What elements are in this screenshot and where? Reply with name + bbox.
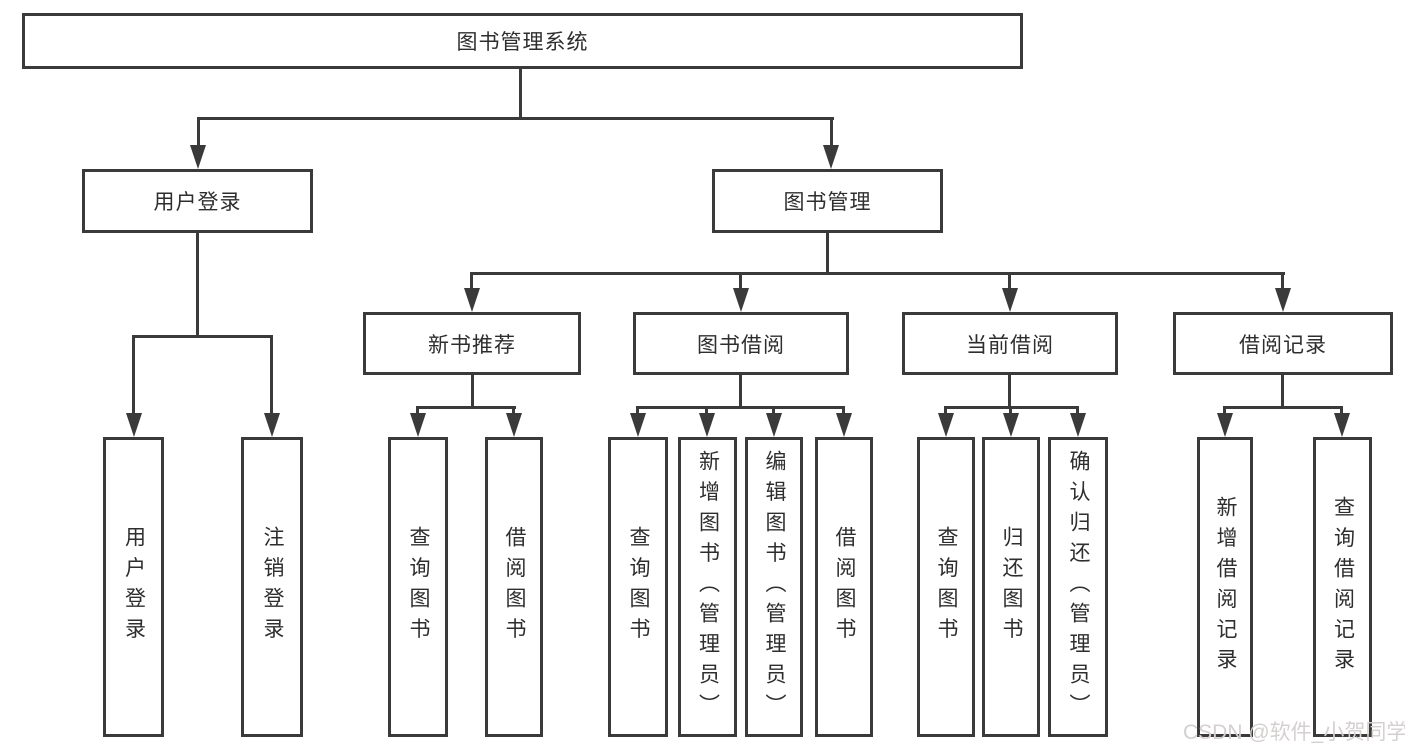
node-root-label: 图书管理系统 <box>456 31 589 54</box>
connector-line <box>826 233 829 272</box>
connector-line <box>772 406 775 417</box>
leaf-query-books-borrowing-label: 查询图书 <box>627 526 650 648</box>
arrow-down-icon <box>733 288 749 312</box>
connector-line <box>945 406 1079 409</box>
node-book-management-label: 图书管理 <box>783 191 872 214</box>
connector-line <box>471 375 474 406</box>
node-book-borrowing-label: 图书借阅 <box>697 333 785 357</box>
leaf-query-borrow-record-label: 查询借阅记录 <box>1331 495 1355 679</box>
node-root: 图书管理系统 <box>22 13 1023 69</box>
leaf-borrow-books-borrowing: 借阅图书 <box>815 437 873 737</box>
arrow-down-icon <box>1070 413 1086 437</box>
leaf-return-book: 归还图书 <box>982 437 1040 737</box>
leaf-borrow-books-recommend-label: 借阅图书 <box>503 526 526 648</box>
connector-line <box>197 117 200 149</box>
arrow-down-icon <box>264 413 280 437</box>
connector-line <box>470 272 473 292</box>
connector-line <box>512 406 515 417</box>
connector-line <box>705 406 708 417</box>
arrow-down-icon <box>836 413 852 437</box>
arrow-down-icon <box>190 145 206 169</box>
connector-line <box>416 406 419 417</box>
connector-line <box>739 272 742 292</box>
connector-line <box>519 69 522 117</box>
arrow-down-icon <box>506 413 522 437</box>
arrow-down-icon <box>126 413 142 437</box>
leaf-return-book-label: 归还图书 <box>1000 526 1023 648</box>
arrow-down-icon <box>1334 413 1350 437</box>
leaf-user-login-label: 用户登录 <box>122 526 146 648</box>
arrow-down-icon <box>410 413 426 437</box>
leaf-add-borrow-record: 新增借阅记录 <box>1197 437 1253 737</box>
arrow-down-icon <box>1002 288 1018 312</box>
node-borrowing-records-label: 借阅记录 <box>1239 333 1327 357</box>
leaf-query-books-current-label: 查询图书 <box>935 526 958 648</box>
arrow-down-icon <box>699 413 715 437</box>
arrow-down-icon <box>823 145 839 169</box>
leaf-edit-book-admin-label: 编辑图书（管理员） <box>763 449 786 725</box>
arrow-down-icon <box>464 288 480 312</box>
connector-line <box>132 335 135 417</box>
connector-line <box>637 406 845 409</box>
leaf-add-book-admin: 新增图书（管理员） <box>678 437 737 737</box>
node-borrowing-records: 借阅记录 <box>1173 312 1393 375</box>
connector-line <box>1281 375 1284 406</box>
connector-line <box>1281 272 1284 292</box>
leaf-borrow-books-recommend: 借阅图书 <box>485 437 543 737</box>
leaf-borrow-books-borrowing-label: 借阅图书 <box>833 526 856 648</box>
leaf-logout-label: 注销登录 <box>261 526 284 648</box>
arrow-down-icon <box>938 413 954 437</box>
connector-line <box>1009 406 1012 417</box>
leaf-user-login: 用户登录 <box>103 437 164 737</box>
leaf-query-books-recommend-label: 查询图书 <box>407 526 430 648</box>
leaf-confirm-return-admin-label: 确认归还（管理员） <box>1067 449 1090 725</box>
leaf-add-book-admin-label: 新增图书（管理员） <box>696 449 720 725</box>
connector-line <box>1008 272 1011 292</box>
leaf-query-books-borrowing: 查询图书 <box>608 437 668 737</box>
leaf-query-borrow-record: 查询借阅记录 <box>1313 437 1372 737</box>
connector-line <box>1340 406 1343 417</box>
connector-line <box>1223 406 1226 417</box>
leaf-add-borrow-record-label: 新增借阅记录 <box>1214 495 1237 679</box>
csdn-watermark: CSDN @软件_小贺同学 <box>1183 721 1405 744</box>
connector-line <box>196 233 199 335</box>
connector-line <box>1008 375 1011 406</box>
node-user-login: 用户登录 <box>82 169 313 233</box>
connector-line <box>842 406 845 417</box>
arrow-down-icon <box>1217 413 1233 437</box>
leaf-logout: 注销登录 <box>241 437 303 737</box>
connector-line <box>636 406 639 417</box>
connector-line <box>1224 406 1343 409</box>
connector-line <box>133 335 273 338</box>
node-current-borrowing-label: 当前借阅 <box>966 333 1054 357</box>
leaf-query-books-current: 查询图书 <box>917 437 975 737</box>
node-new-book-recommend: 新书推荐 <box>363 312 581 375</box>
connector-line <box>1076 406 1079 417</box>
connector-line <box>197 117 834 120</box>
connector-line <box>270 335 273 417</box>
leaf-query-books-recommend: 查询图书 <box>388 437 448 737</box>
connector-line <box>830 117 833 149</box>
arrow-down-icon <box>1003 413 1019 437</box>
node-user-login-label: 用户登录 <box>153 191 242 214</box>
node-book-borrowing: 图书借阅 <box>633 312 849 375</box>
connector-line <box>944 406 947 417</box>
node-book-management: 图书管理 <box>712 169 943 233</box>
connector-line <box>471 272 1285 275</box>
node-new-book-recommend-label: 新书推荐 <box>428 333 516 357</box>
connector-line <box>417 406 516 409</box>
arrow-down-icon <box>1275 288 1291 312</box>
arrow-down-icon <box>766 413 782 437</box>
leaf-confirm-return-admin: 确认归还（管理员） <box>1048 437 1108 737</box>
node-current-borrowing: 当前借阅 <box>902 312 1118 375</box>
arrow-down-icon <box>630 413 646 437</box>
leaf-edit-book-admin: 编辑图书（管理员） <box>745 437 803 737</box>
connector-line <box>739 375 742 406</box>
